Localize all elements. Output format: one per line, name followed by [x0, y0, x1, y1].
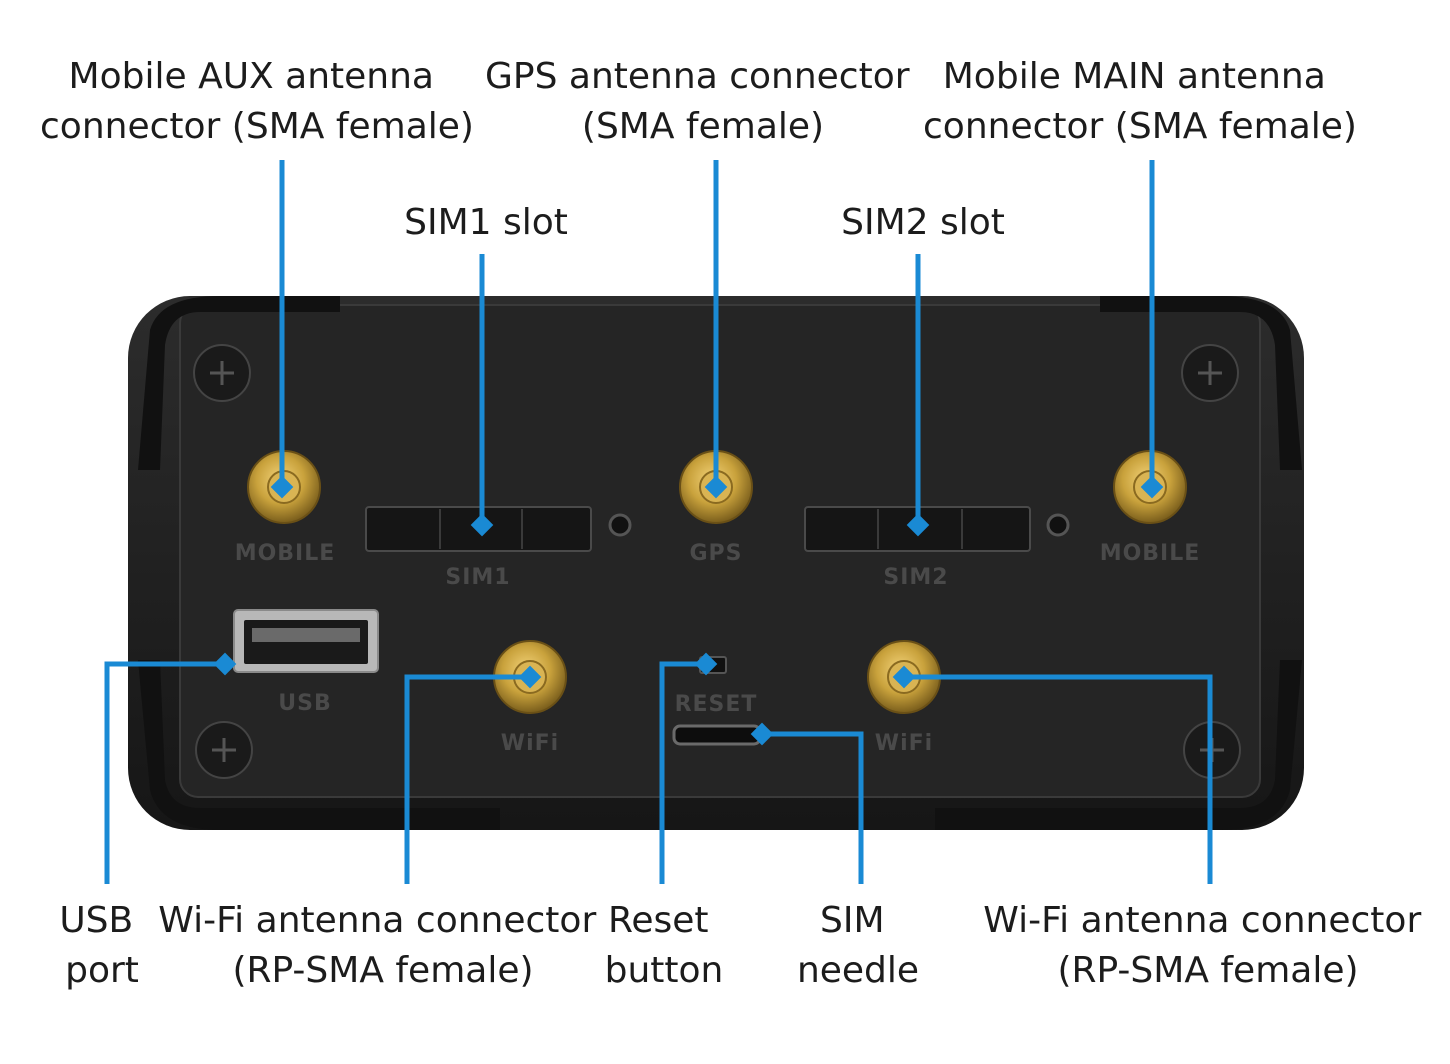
marker-wifi-right — [892, 665, 916, 689]
marker-gps — [704, 475, 728, 499]
callout-mobile-main: Mobile MAIN antenna connector (SMA femal… — [923, 56, 1357, 147]
callout-wifi-right: Wi-Fi antenna connector (RP-SMA female) — [983, 900, 1432, 991]
panel-label-mobile-right: MOBILE — [1100, 541, 1201, 566]
screw-top-left — [193, 344, 251, 402]
leader-usb — [104, 661, 225, 884]
callout-usb-port: USB port — [59, 900, 144, 991]
panel-label-sim2: SIM2 — [883, 565, 948, 590]
callout-gps-line1: GPS antenna connector — [485, 56, 910, 97]
marker-sim-needle — [750, 722, 774, 746]
marker-reset — [694, 652, 718, 676]
leader-markers — [213, 475, 1164, 746]
callout-mobile-aux-line2: connector (SMA female) — [40, 106, 474, 147]
callout-sim2-slot-line1: SIM2 slot — [841, 202, 1005, 243]
leader-sim-needle — [762, 731, 864, 884]
bumper-top-left — [138, 296, 340, 470]
panel-label-wifi-right: WiFi — [875, 731, 933, 756]
usb-port-socket — [233, 609, 379, 673]
bumper-bottom-right — [935, 660, 1302, 830]
callout-mobile-main-line2: connector (SMA female) — [923, 106, 1357, 147]
screw-bottom-left — [195, 721, 253, 779]
panel-label-wifi-left: WiFi — [501, 731, 559, 756]
callout-gps-line2: (SMA female) — [582, 106, 824, 147]
callout-sim1-slot: SIM1 slot — [404, 202, 568, 243]
callout-wifi-left-line2: (RP-SMA female) — [232, 950, 533, 991]
sim-needle-slot — [672, 724, 762, 746]
callout-mobile-main-line1: Mobile MAIN antenna — [943, 56, 1326, 97]
callout-wifi-left: Wi-Fi antenna connector (RP-SMA female) — [158, 900, 607, 991]
leader-wifi-right — [904, 674, 1213, 884]
callout-sim-needle-line2: needle — [797, 950, 919, 991]
callout-usb-port-line2: port — [65, 950, 139, 991]
callout-reset-button-line1: Reset — [608, 900, 709, 941]
callout-mobile-aux-line1: Mobile AUX antenna — [69, 56, 434, 97]
router-enclosure — [128, 296, 1304, 830]
callout-reset-button: Reset button — [605, 900, 724, 991]
callout-wifi-right-line2: (RP-SMA female) — [1057, 950, 1358, 991]
screw-top-right — [1181, 344, 1239, 402]
panel-label-usb: USB — [278, 691, 331, 716]
marker-wifi-left — [518, 665, 542, 689]
sim1-slot-tray — [365, 506, 632, 552]
leader-reset — [659, 661, 706, 884]
callout-wifi-right-line1: Wi-Fi antenna connector — [983, 900, 1421, 941]
callout-sim1-slot-line1: SIM1 slot — [404, 202, 568, 243]
panel-label-reset: RESET — [675, 692, 758, 717]
callout-usb-port-line1: USB — [59, 900, 133, 941]
callout-wifi-left-line1: Wi-Fi antenna connector — [158, 900, 596, 941]
sim2-slot-tray — [804, 506, 1070, 552]
marker-mobile-aux — [270, 475, 294, 499]
marker-sim1 — [470, 513, 494, 537]
marker-mobile-main — [1140, 475, 1164, 499]
bumper-bottom-left — [138, 660, 500, 830]
callout-sim2-slot: SIM2 slot — [841, 202, 1005, 243]
enclosure-front-face — [179, 304, 1261, 798]
marker-sim2 — [906, 513, 930, 537]
callout-sim-needle-line1: SIM — [820, 900, 885, 941]
callout-mobile-aux: Mobile AUX antenna connector (SMA female… — [40, 56, 474, 147]
leader-lines — [104, 160, 1213, 884]
callout-gps: GPS antenna connector (SMA female) — [485, 56, 921, 147]
callout-reset-button-line2: button — [605, 950, 724, 991]
panel-label-gps: GPS — [689, 541, 742, 566]
panel-label-sim1: SIM1 — [445, 565, 510, 590]
callout-sim-needle: SIM needle — [797, 900, 919, 991]
leader-wifi-left — [404, 674, 530, 884]
panel-label-mobile-left: MOBILE — [235, 541, 336, 566]
bumper-top-right — [1100, 296, 1302, 470]
